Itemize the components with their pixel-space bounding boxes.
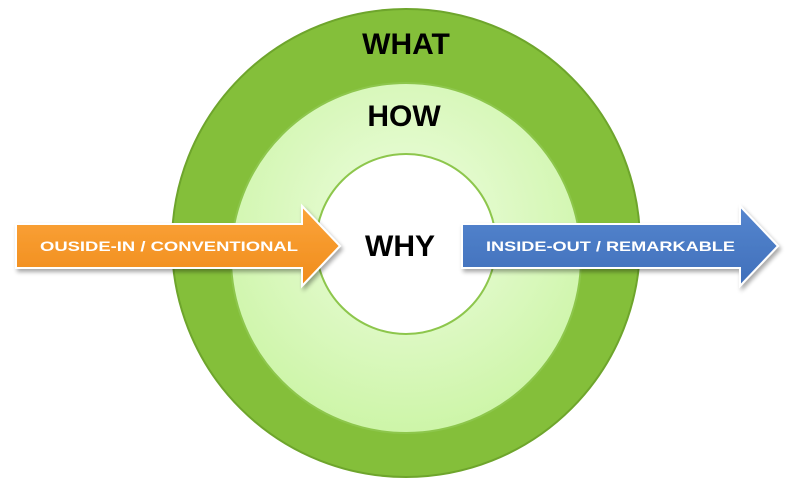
label-how: HOW — [367, 100, 441, 133]
inside-out-label: INSIDE-OUT / REMARKABLE — [486, 238, 735, 254]
outside-in-arrow-shape — [15, 203, 342, 289]
outside-in-arrow — [15, 203, 342, 289]
outside-in-label: OUSIDE-IN / CONVENTIONAL — [40, 238, 299, 254]
inside-out-arrow-shape — [461, 203, 780, 289]
inside-out-arrow — [461, 203, 780, 289]
label-why: WHY — [365, 230, 435, 263]
label-what: WHAT — [362, 28, 450, 61]
